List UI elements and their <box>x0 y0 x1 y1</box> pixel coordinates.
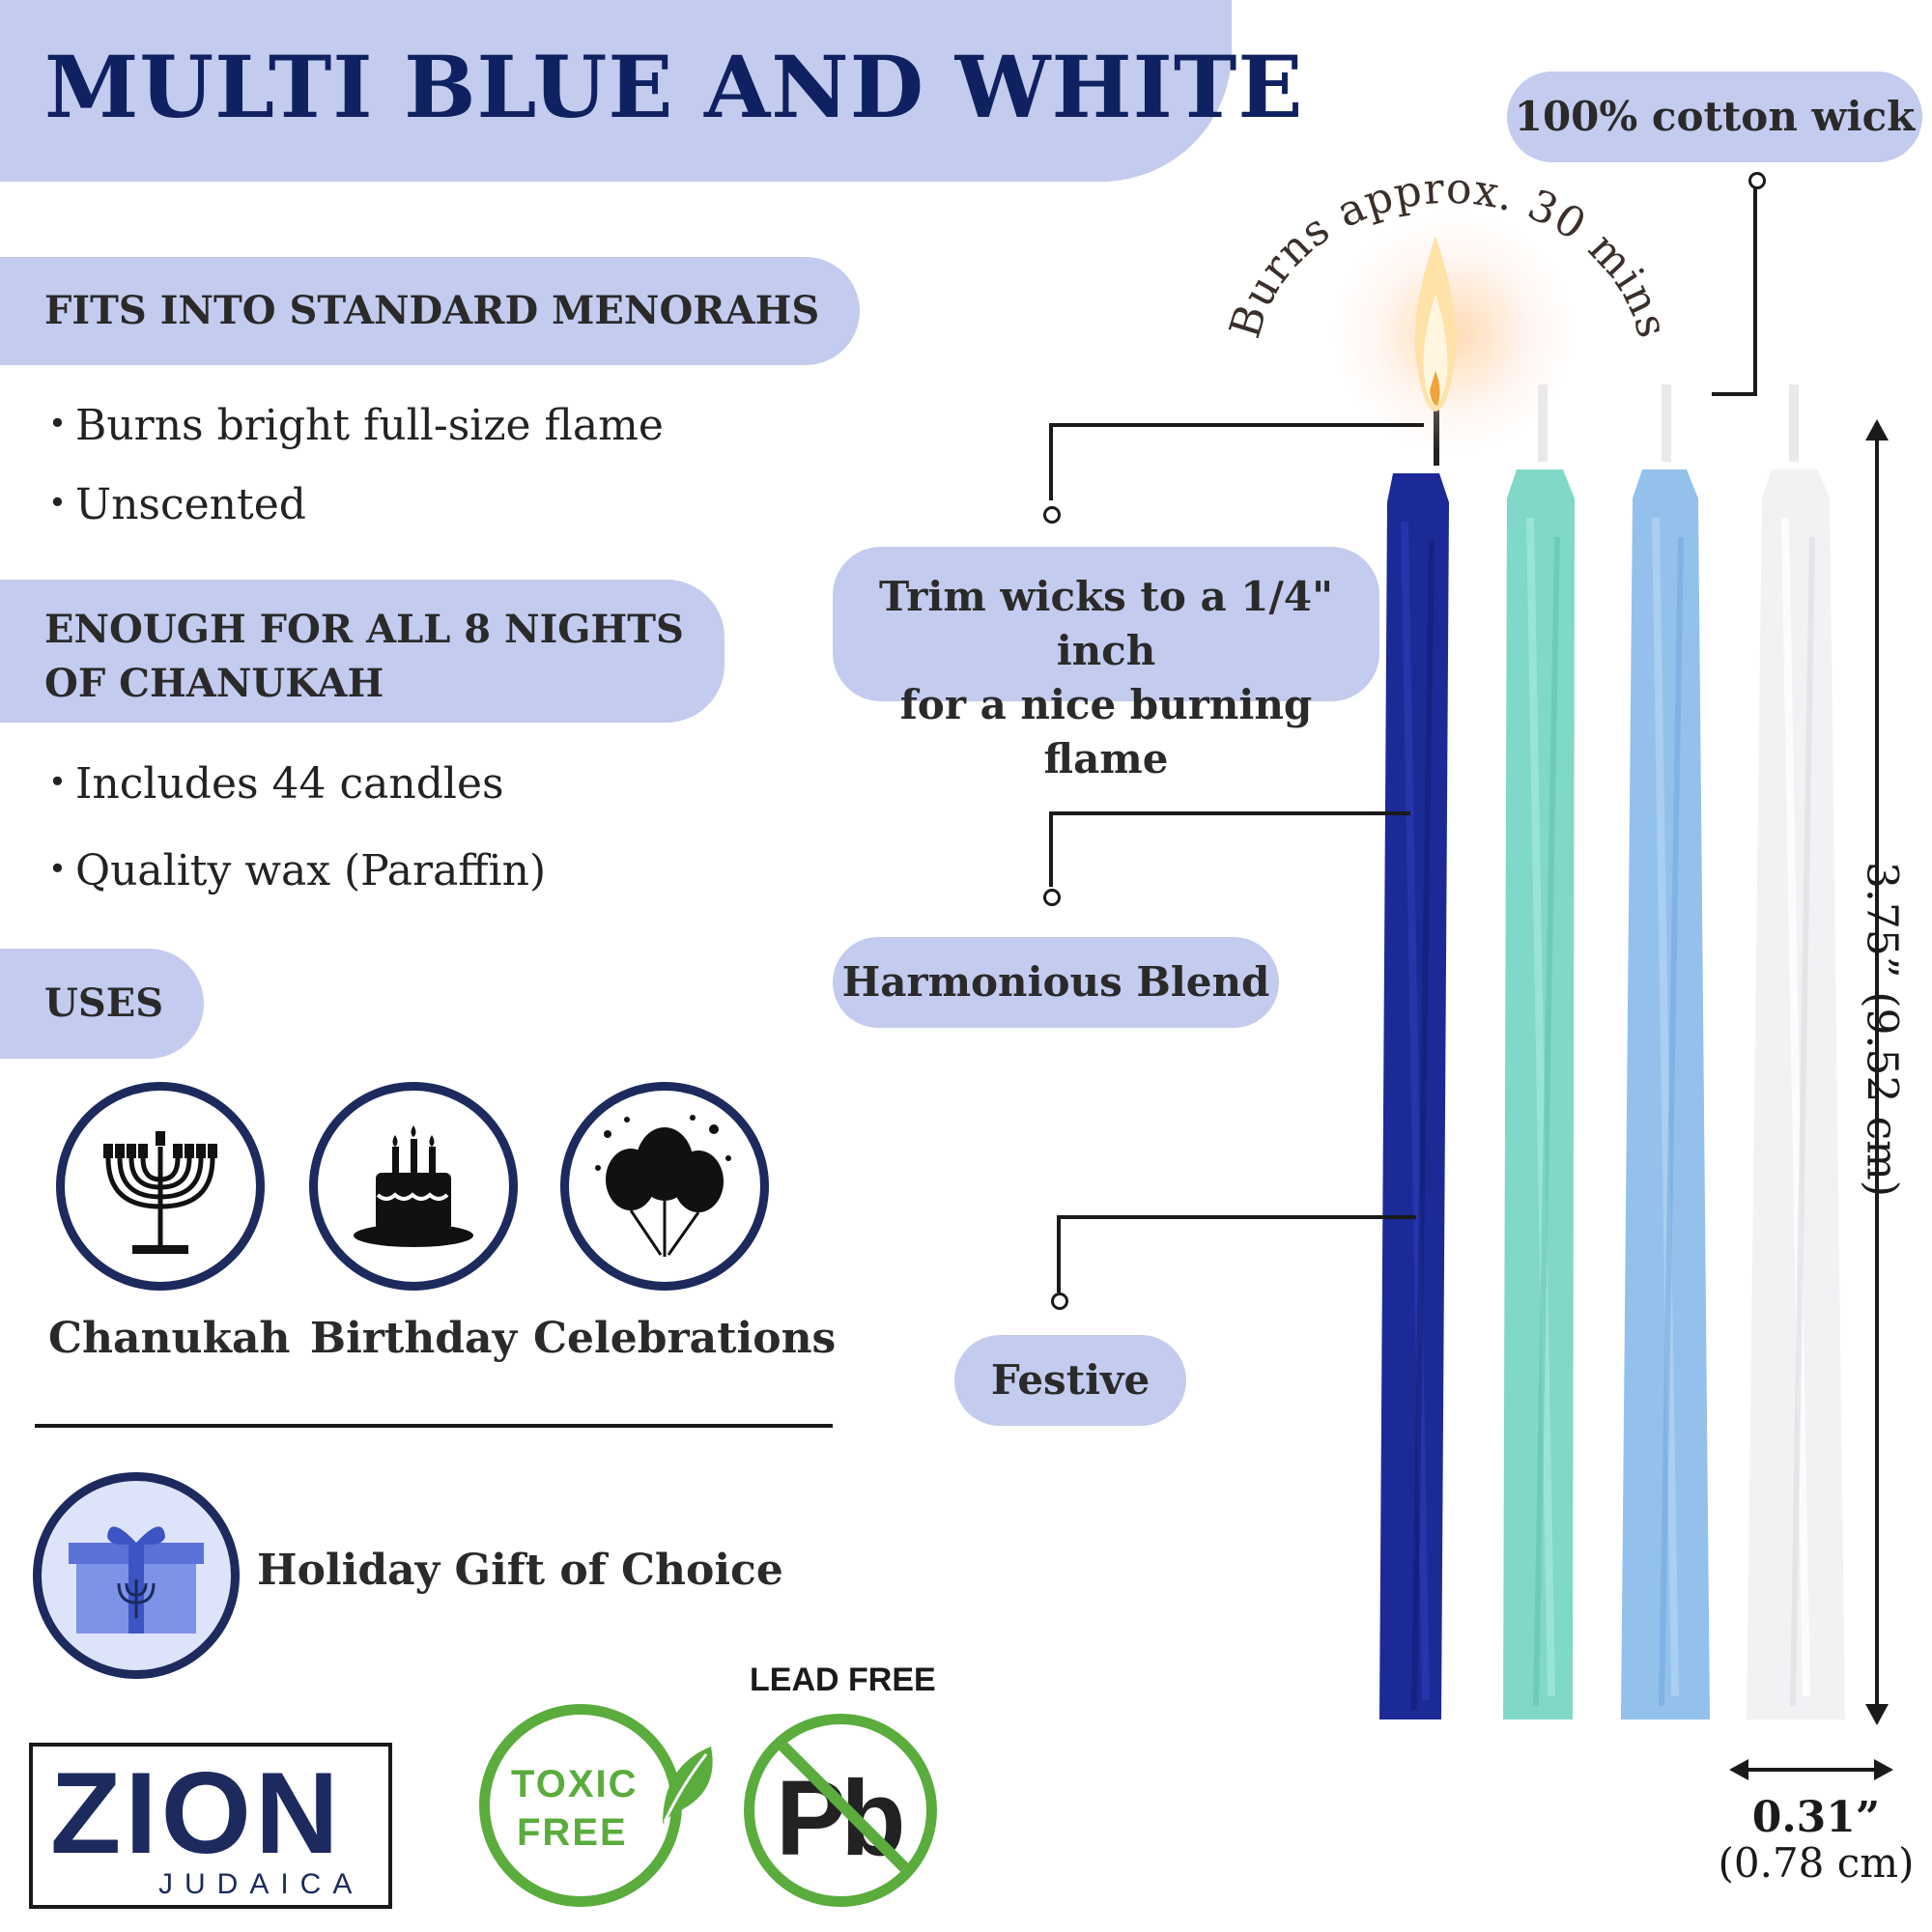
section-uses: USES <box>0 949 205 1059</box>
burn-time-label: Burns approx. 30 mins <box>1220 164 1677 344</box>
toxic-free-line2: FREE <box>517 1811 628 1854</box>
divider <box>35 1424 833 1428</box>
brand-sub: JUDAICA <box>158 1868 364 1900</box>
cotton-wick <box>1789 384 1799 462</box>
toxic-free-badge: TOXIC FREE <box>479 1704 682 1907</box>
leader-dot <box>1051 1293 1068 1310</box>
bullet-item: •Includes 44 candles <box>48 759 504 809</box>
leaf-icon <box>663 1747 713 1824</box>
arrow-up-icon <box>1865 419 1889 440</box>
section-nights: ENOUGH FOR ALL 8 NIGHTS OF CHANUKAH <box>0 580 724 723</box>
use-label-celebrations: Celebrations <box>533 1314 837 1363</box>
menorah-icon <box>56 1082 265 1291</box>
bullet-dot: • <box>48 850 67 887</box>
lead-free-label: LEAD FREE <box>750 1662 936 1698</box>
cotton-wick <box>1538 384 1548 462</box>
use-label-birthday: Birthday <box>309 1314 518 1363</box>
teal-candle <box>1497 460 1584 1719</box>
width-label-line2: (0.78 cm) <box>1718 1839 1915 1887</box>
lead-free-badge: Pb <box>744 1714 937 1907</box>
brand-name: ZION <box>50 1748 343 1878</box>
title-banner <box>0 0 1232 182</box>
bullet-dot: • <box>48 763 67 800</box>
bullet-item: •Quality wax (Paraffin) <box>48 846 546 895</box>
white-candle <box>1743 460 1849 1719</box>
leader-dot <box>1748 172 1766 189</box>
section-uses-label: USES <box>44 980 164 1026</box>
bullet-text: Includes 44 candles <box>75 759 504 809</box>
bullet-text: Unscented <box>75 480 306 529</box>
cotton-wick <box>1662 384 1671 462</box>
callout-trim-line1: Trim wicks to a 1/4" inch <box>879 573 1333 674</box>
leader-dot <box>1043 889 1061 906</box>
arrow-right-icon <box>1874 1759 1893 1780</box>
light-blue-candle <box>1617 460 1714 1719</box>
birthday-cake-icon <box>309 1082 518 1291</box>
zion-judaica-logo: ZION JUDAICA <box>29 1743 392 1909</box>
height-dimension-line <box>1875 425 1879 1719</box>
leader-dot <box>1043 506 1061 524</box>
toxic-free-line1: TOXIC <box>511 1763 639 1805</box>
arrow-left-icon <box>1729 1759 1748 1780</box>
width-dimension-line <box>1743 1768 1878 1772</box>
width-label-line1: 0.31” <box>1751 1793 1881 1842</box>
section-menorahs: FITS INTO STANDARD MENORAHS <box>0 257 861 365</box>
leader-line <box>1712 392 1756 396</box>
leader-line <box>1049 423 1053 500</box>
height-label: 3.75” (9.52 cm) <box>1857 861 1907 1198</box>
leader-line <box>1057 1215 1061 1293</box>
callout-trim: Trim wicks to a 1/4" inch for a nice bur… <box>833 547 1379 782</box>
arrow-down-icon <box>1865 1704 1889 1725</box>
gift-label: Holiday Gift of Choice <box>257 1546 783 1595</box>
callout-festive: Festive <box>954 1335 1186 1426</box>
balloons-icon <box>560 1082 769 1291</box>
dark-blue-candle <box>1376 464 1457 1719</box>
burn-time-arc: Burns approx. 30 mins <box>1220 164 1677 344</box>
bullet-text: Quality wax (Paraffin) <box>75 846 547 895</box>
leader-line <box>1057 1215 1416 1219</box>
page-title: MULTI BLUE AND WHITE <box>44 37 1304 137</box>
bullet-dot: • <box>48 484 67 521</box>
flame-icon <box>1414 236 1457 412</box>
leader-line <box>1049 811 1053 887</box>
callout-harmonious: Harmonious Blend <box>833 937 1279 1028</box>
bullet-dot: • <box>48 405 67 441</box>
bullet-item: •Burns bright full-size flame <box>48 401 664 450</box>
section-nights-line1: ENOUGH FOR ALL 8 NIGHTS <box>44 607 684 652</box>
bullet-text: Burns bright full-size flame <box>75 401 664 450</box>
callout-wick: 100% cotton wick <box>1507 71 1922 162</box>
section-menorahs-label: FITS INTO STANDARD MENORAHS <box>44 288 820 333</box>
leader-line <box>1049 811 1410 815</box>
leader-line <box>1049 423 1424 427</box>
section-nights-line2: OF CHANUKAH <box>44 661 384 706</box>
use-label-chanukah: Chanukah <box>48 1314 291 1363</box>
gift-box-icon <box>33 1472 240 1679</box>
bullet-item: •Unscented <box>48 480 306 529</box>
callout-trim-line2: for a nice burning flame <box>899 681 1313 782</box>
pb-symbol: Pb <box>776 1759 906 1878</box>
leader-line <box>1753 180 1757 396</box>
